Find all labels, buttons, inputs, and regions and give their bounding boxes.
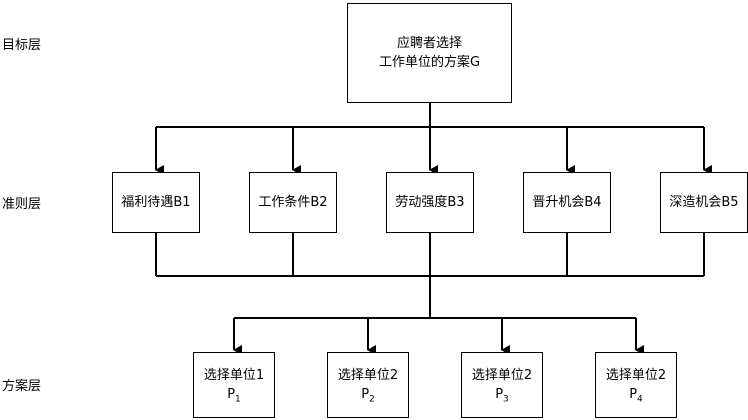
alternative-box-p2: 选择单位2 P2 — [327, 352, 409, 418]
alternative-label: 选择单位2 — [337, 368, 399, 383]
criterion-label: 劳动强度B3 — [395, 195, 465, 210]
criterion-label: 晋升机会B4 — [532, 195, 602, 210]
alternative-box-p1: 选择单位1 P1 — [193, 352, 275, 418]
criterion-box-b4: 晋升机会B4 — [523, 172, 611, 233]
layer-label-goal: 目标层 — [2, 38, 42, 53]
criterion-label: 深造机会B5 — [669, 195, 739, 210]
goal-line1: 应聘者选择 — [396, 36, 462, 51]
alternative-symbol: P1 — [227, 387, 241, 405]
alternative-label: 选择单位2 — [471, 368, 533, 383]
alternative-label: 选择单位2 — [605, 368, 667, 383]
alternative-box-p4: 选择单位2 P4 — [595, 352, 677, 418]
alternative-label: 选择单位1 — [203, 368, 265, 383]
goal-box: 应聘者选择 工作单位的方案G — [347, 3, 512, 103]
criterion-box-b2: 工作条件B2 — [249, 172, 337, 233]
criterion-label: 工作条件B2 — [258, 195, 328, 210]
criterion-box-b5: 深造机会B5 — [660, 172, 748, 233]
criterion-label: 福利待遇B1 — [121, 195, 191, 210]
criterion-box-b1: 福利待遇B1 — [112, 172, 200, 233]
alternative-symbol: P2 — [361, 387, 375, 405]
alternative-symbol: P3 — [495, 387, 509, 405]
alternative-symbol: P4 — [629, 387, 643, 405]
alternative-box-p3: 选择单位2 P3 — [461, 352, 543, 418]
layer-label-alternatives: 方案层 — [2, 379, 42, 394]
layer-label-criteria: 准则层 — [2, 197, 42, 212]
goal-line2: 工作单位的方案G — [378, 55, 481, 70]
criterion-box-b3: 劳动强度B3 — [386, 172, 474, 233]
